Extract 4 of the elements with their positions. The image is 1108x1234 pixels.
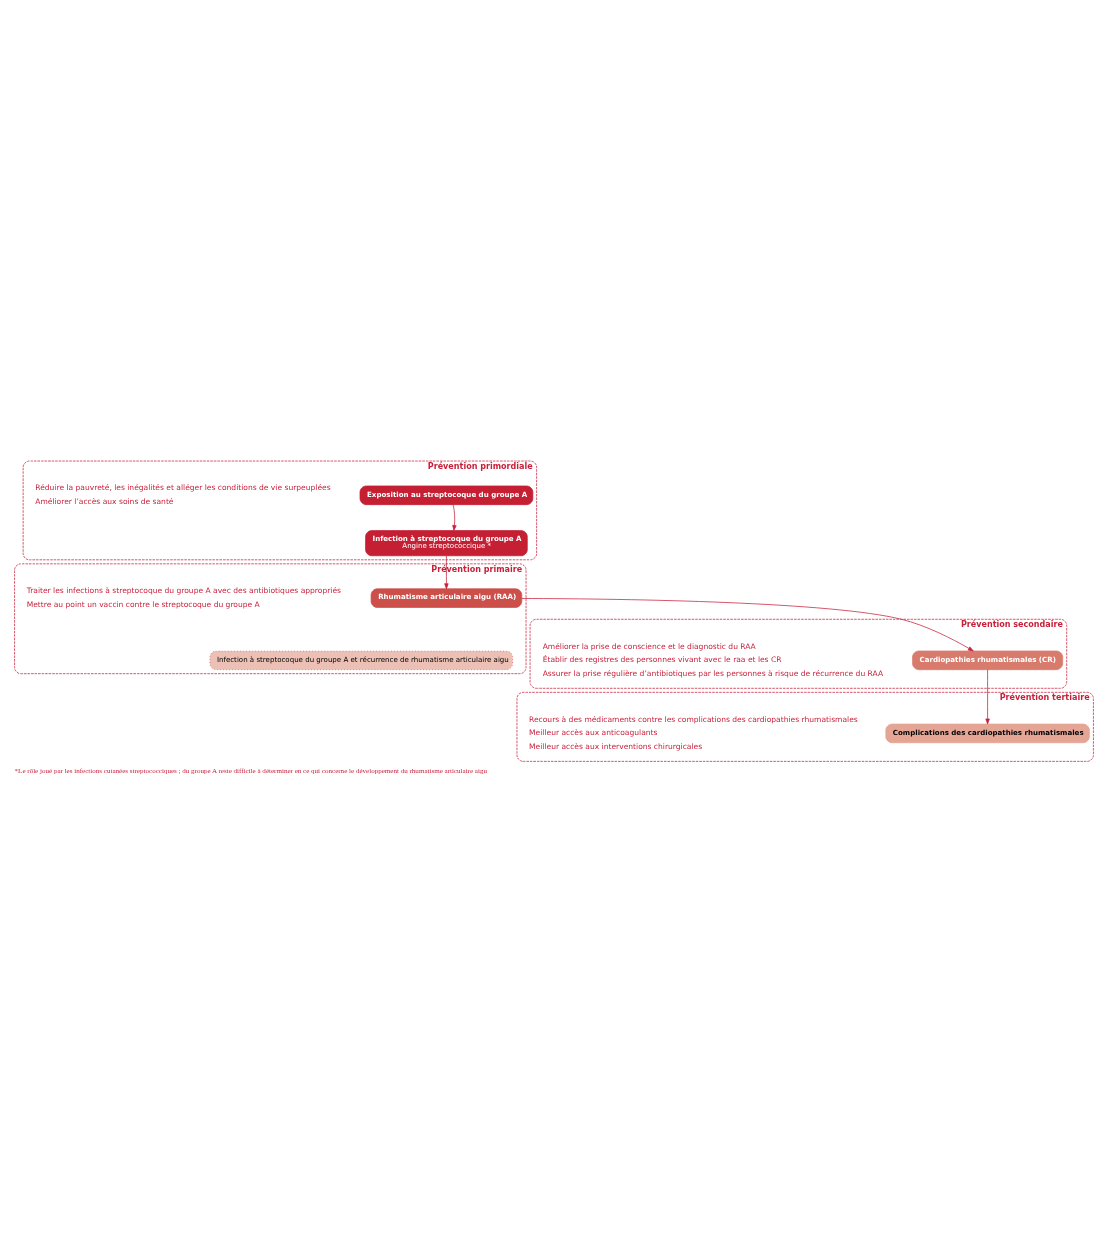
arrow: [521, 598, 974, 652]
arrow: [444, 555, 449, 590]
arrow: [452, 504, 457, 531]
arrow: [985, 669, 990, 725]
